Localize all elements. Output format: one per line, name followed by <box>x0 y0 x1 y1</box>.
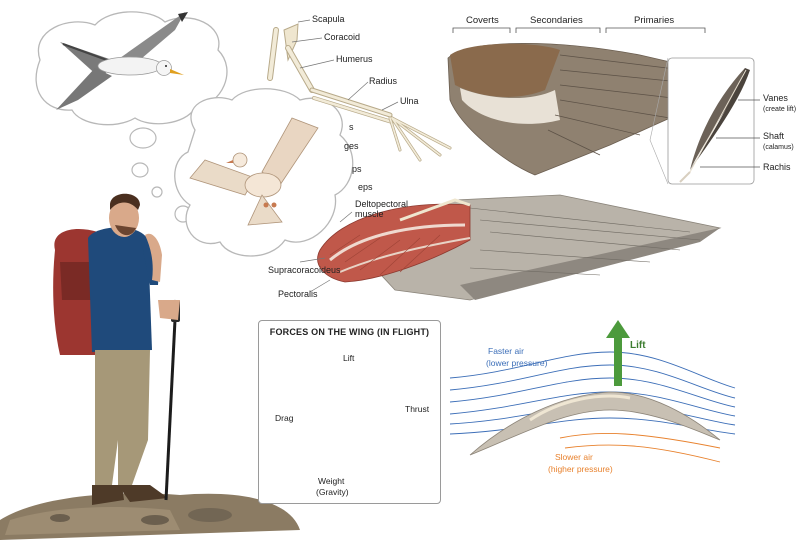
wing-muscle <box>317 194 722 301</box>
label-shaft-note: (calamus) <box>763 144 794 151</box>
thought-bubble-gull <box>35 11 228 126</box>
label-partial-1: s <box>349 122 354 132</box>
label-shaft: Shaft <box>763 131 785 141</box>
label-partial-4: eps <box>358 182 373 192</box>
force-lift-label: Lift <box>343 353 355 363</box>
hiker <box>0 193 300 540</box>
label-radius: Radius <box>369 76 398 86</box>
force-drag-label: Drag <box>275 413 294 423</box>
airfoil-lift-label: Lift <box>630 340 646 351</box>
force-weight-label: Weight <box>318 476 345 486</box>
force-thrust-label: Thrust <box>405 404 430 414</box>
wing-skeleton <box>267 23 452 162</box>
dove-icon <box>189 117 319 226</box>
header-secondaries: Secondaries <box>530 15 583 26</box>
feather-detail <box>649 57 760 185</box>
label-humerus: Humerus <box>336 54 373 64</box>
label-ulna: Ulna <box>400 96 419 106</box>
header-primaries: Primaries <box>634 15 675 26</box>
header-coverts: Coverts <box>466 15 499 26</box>
slow-air-note: (higher pressure) <box>548 464 613 474</box>
label-vanes-note: (create lift) <box>763 106 797 113</box>
label-partial-3: ps <box>352 164 362 174</box>
label-deltopectoral: Deltopectoral muscle <box>355 199 409 219</box>
label-rachis: Rachis <box>763 162 791 172</box>
label-pectoralis: Pectoralis <box>278 289 318 299</box>
thought-bubble-dove <box>174 88 354 257</box>
label-scapula: Scapula <box>312 14 345 24</box>
label-vanes: Vanes <box>763 93 788 103</box>
slow-air-label: Slower air <box>555 452 593 462</box>
forces-panel: FORCES ON THE WING (IN FLIGHT) <box>258 320 441 504</box>
airfoil <box>449 320 736 463</box>
label-partial-2: ges <box>344 141 359 151</box>
forces-title: FORCES ON THE WING (IN FLIGHT) <box>269 327 430 337</box>
force-weight-note: (Gravity) <box>316 487 349 497</box>
fast-air-note: (lower pressure) <box>486 358 548 368</box>
label-coracoid: Coracoid <box>324 32 361 42</box>
gull-icon <box>56 12 188 110</box>
label-supracoracoideus: Supracoracoideus <box>268 265 341 275</box>
fast-air-label: Faster air <box>488 346 524 356</box>
wing-feathers <box>447 43 706 176</box>
